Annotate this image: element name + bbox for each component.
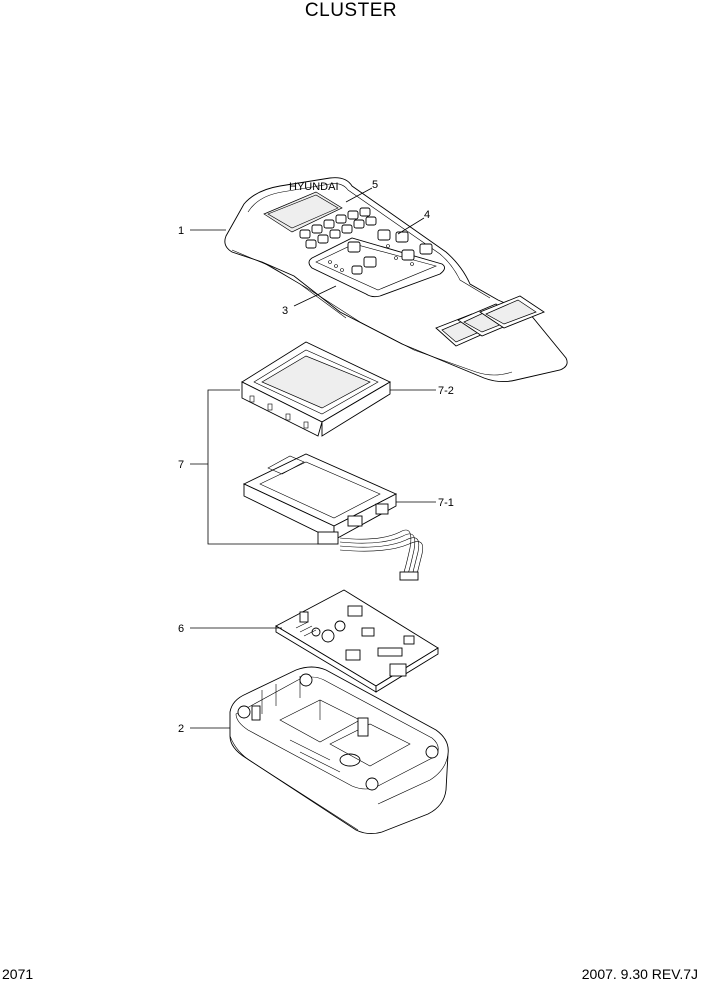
keypad-buttons [299, 207, 377, 249]
diagram-title: CLUSTER [304, 0, 398, 21]
rocker-switches [435, 295, 545, 347]
callout-6: 6 [178, 623, 184, 635]
callout-4: 4 [424, 209, 430, 221]
callout-2: 2 [178, 723, 184, 735]
part-7-2-frame-cover [241, 341, 391, 437]
callout-1: 1 [178, 225, 184, 237]
callout-7-1: 7-1 [438, 497, 454, 509]
part-1-cluster-housing: HYUNDAI [224, 177, 568, 383]
page-number: 2071 [2, 966, 34, 982]
revision-label: 2007. 9.30 REV.7J [581, 966, 698, 982]
callout-7: 7 [178, 459, 184, 471]
callout-7-2: 7-2 [438, 385, 454, 397]
callout-5: 5 [372, 179, 378, 191]
part-7-1-lcd-module [242, 453, 423, 581]
leader-lines [190, 187, 436, 729]
part-6-circuit-board [275, 589, 439, 693]
callout-3: 3 [282, 305, 288, 317]
part-2-base-case [229, 666, 449, 835]
svg-text:HYUNDAI: HYUNDAI [289, 181, 339, 193]
